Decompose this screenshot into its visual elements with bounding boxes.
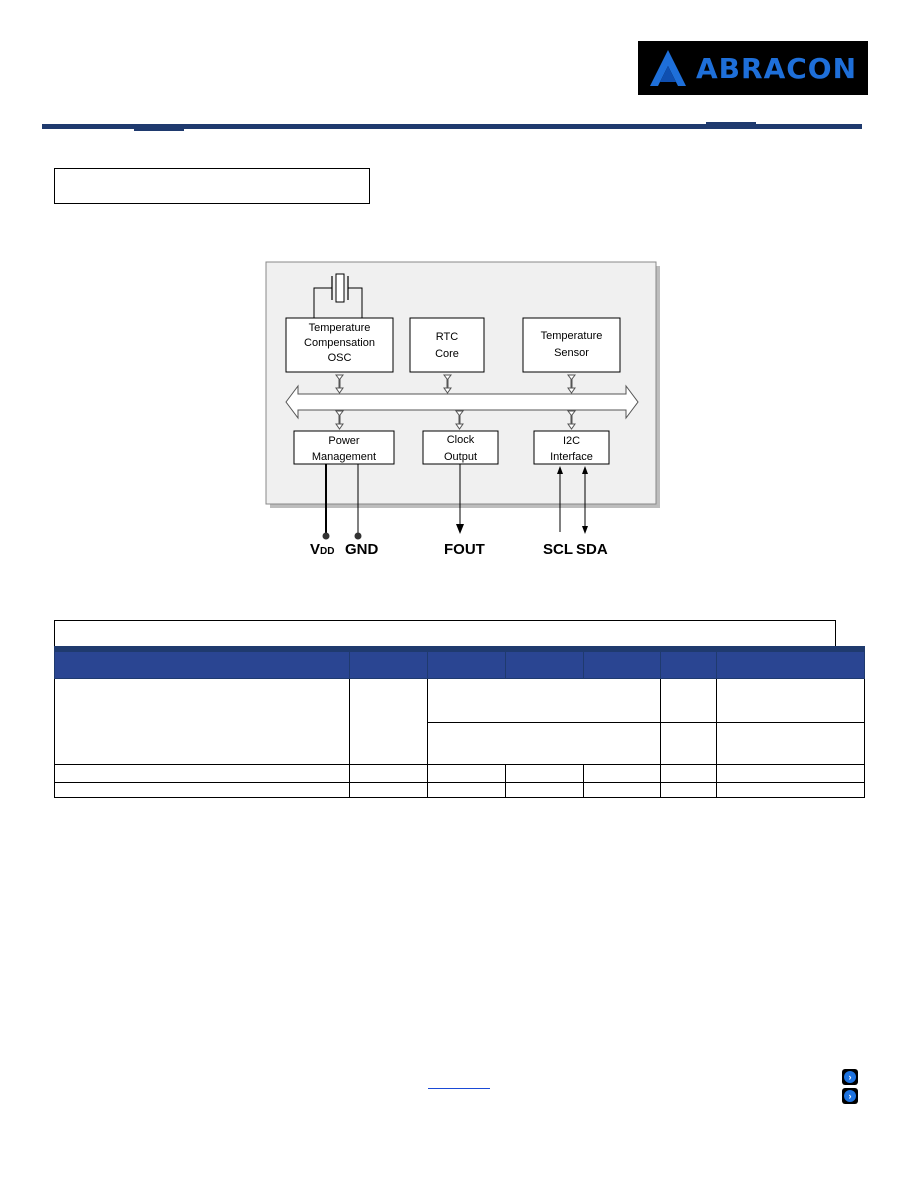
chevron-down-icon: › (844, 1090, 856, 1102)
next-page-button[interactable]: › (842, 1069, 858, 1085)
table-row (55, 722, 865, 765)
spec-table (54, 646, 865, 798)
gnd-pin-line (354, 464, 362, 540)
table-header-row (54, 651, 865, 679)
vdd-pin-line (322, 464, 330, 540)
block-diagram: Temperature Compensation OSC RTC Core Te… (265, 261, 660, 558)
next-section-button[interactable]: › (842, 1088, 858, 1104)
abracon-logo-mark-icon (650, 50, 686, 86)
block-rtc-core: RTC Core (409, 317, 485, 373)
table-row (54, 764, 865, 783)
temp-sensor-line-1: Temperature (541, 330, 603, 342)
power-line-2: Management (312, 451, 376, 463)
footer-link[interactable] (428, 1088, 490, 1089)
chip-outline (265, 261, 657, 505)
block-tcxo: Temperature Compensation OSC (285, 317, 394, 373)
tcxo-line-3: OSC (328, 352, 352, 364)
block-power-management: Power Management (293, 430, 395, 465)
chevron-right-icon: › (844, 1071, 856, 1083)
table-row (54, 782, 865, 798)
i2c-line-2: Interface (550, 451, 593, 463)
fout-pin-line (456, 464, 464, 534)
header-rule (42, 124, 862, 129)
pin-label-gnd: GND (345, 541, 379, 558)
sda-pin-line (582, 466, 588, 534)
logo-text: ABRACON (696, 51, 858, 85)
bus-connectors (335, 374, 576, 430)
section-title-box-block-diagram (54, 168, 370, 204)
tcxo-line-1: Temperature (309, 322, 371, 334)
pin-label-fout: FOUT (444, 541, 485, 558)
rtc-line-1: RTC (436, 331, 458, 343)
clock-line-2: Output (444, 451, 477, 463)
pin-label-scl: SCL (543, 541, 573, 558)
abracon-logo: ABRACON (638, 41, 868, 95)
table-row (54, 678, 865, 765)
header-rule-accent-right (706, 122, 756, 124)
crystal-icon (313, 273, 363, 318)
i2c-line-1: I2C (563, 435, 580, 447)
temp-sensor-line-2: Sensor (554, 347, 589, 359)
block-clock-output: Clock Output (422, 430, 499, 465)
clock-line-1: Clock (447, 434, 475, 446)
pin-label-vdd: VDD (310, 541, 334, 558)
power-line-1: Power (328, 435, 360, 447)
block-temperature-sensor: Temperature Sensor (522, 317, 621, 373)
rtc-line-2: Core (435, 348, 459, 360)
header-rule-accent (134, 129, 184, 131)
pin-label-sda: SDA (576, 541, 608, 558)
internal-bus (285, 384, 639, 420)
scl-pin-line (557, 466, 563, 532)
block-i2c-interface: I2C Interface (533, 430, 610, 465)
tcxo-line-2: Compensation (304, 337, 375, 349)
